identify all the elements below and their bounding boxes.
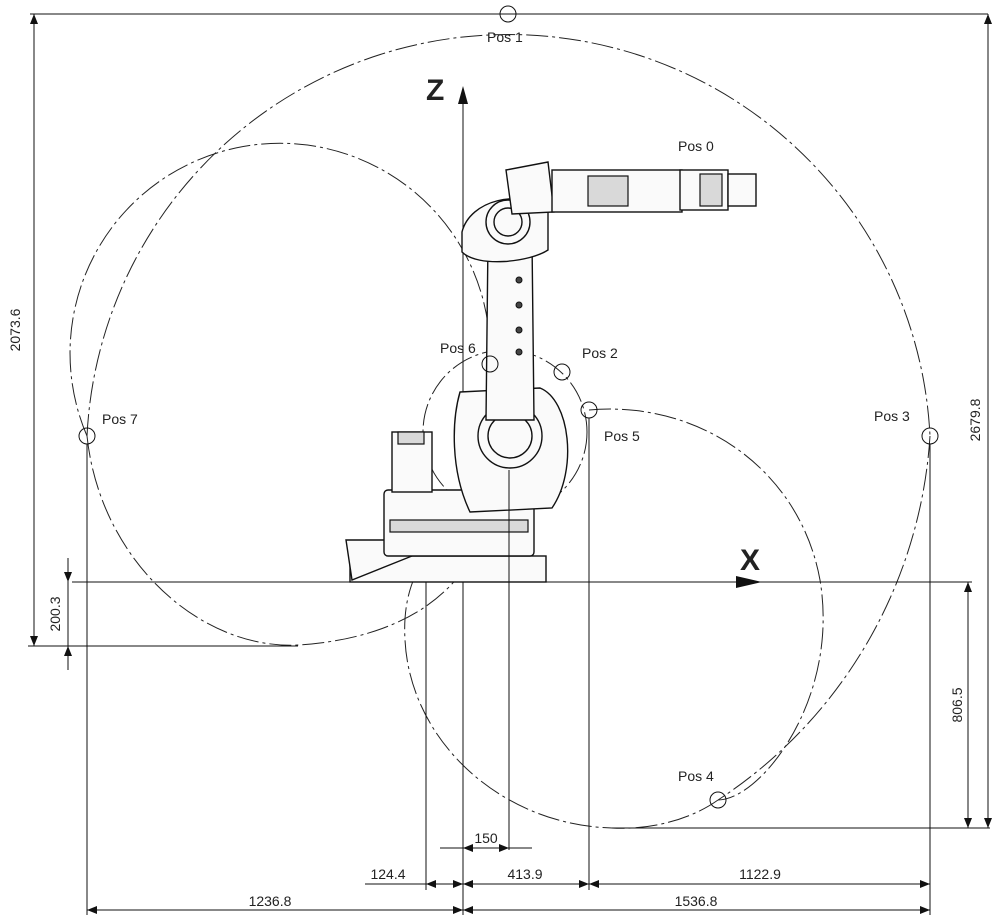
dim-arrow (463, 880, 473, 888)
pos6-marker (481, 355, 499, 373)
dim-arrow (579, 880, 589, 888)
robot-flange (727, 173, 757, 207)
dim-arrow (920, 880, 930, 888)
dim-arrow (984, 14, 992, 24)
robot-base-motor-cap (397, 431, 425, 445)
dim-arrow (87, 906, 97, 914)
dim-1122-9-label: 1122.9 (739, 866, 781, 882)
left-envelope-arc (69, 142, 491, 437)
dim-arrow (984, 818, 992, 828)
pos6-label: Pos 6 (440, 340, 476, 356)
dimension-lines: 2073.6 2679.8 200.3 806.5 150 (7, 13, 992, 915)
dim-2679-8-label: 2679.8 (967, 398, 983, 441)
dim-124-4-label: 124.4 (370, 866, 405, 882)
x-axis-label: X (740, 544, 760, 577)
dim-arrow (589, 880, 599, 888)
dim-arrow (453, 906, 463, 914)
robot-forearm-housing (505, 161, 555, 215)
robot-arm-bolt (515, 326, 523, 334)
pos0-label: Pos 0 (678, 138, 714, 154)
robot-arm-bolt (515, 348, 523, 356)
pos2-marker (553, 363, 571, 381)
dim-arrow (30, 14, 38, 24)
robot-base-ring (389, 519, 529, 533)
dim-413-9-label: 413.9 (507, 866, 542, 882)
dim-806-5-label: 806.5 (949, 687, 965, 722)
robot-forearm-detail (587, 175, 629, 207)
dim-arrow (453, 880, 463, 888)
left-lower-arc (86, 435, 471, 646)
pos7-label: Pos 7 (102, 411, 138, 427)
dim-arrow (964, 582, 972, 592)
pos4-marker (709, 791, 727, 809)
dim-1236-8-label: 1236.8 (249, 893, 292, 909)
dim-arrow (463, 844, 473, 852)
dim-arrow (964, 818, 972, 828)
working-range-envelope (69, 34, 931, 829)
robot-arm-bolt (515, 301, 523, 309)
robot-elbow-joint-inner (493, 207, 523, 237)
dim-arrow (64, 646, 72, 656)
dim-arrow (30, 636, 38, 646)
lower-right-arc (588, 408, 824, 801)
outer-reach-arc (86, 34, 931, 437)
pos4-label: Pos 4 (678, 768, 714, 784)
pos2-label: Pos 2 (582, 345, 618, 361)
dim-arrow (463, 906, 473, 914)
dim-2073-6-label: 2073.6 (7, 308, 23, 351)
x-axis-arrow (736, 576, 762, 588)
bottom-arc (404, 539, 719, 829)
pos1-label: Pos 1 (487, 29, 523, 45)
dim-200-3-label: 200.3 (47, 596, 63, 631)
z-axis-label: Z (426, 74, 444, 107)
z-axis-arrow (458, 86, 468, 104)
right-reach-arc (717, 435, 931, 801)
robot-wrist-detail (699, 173, 723, 207)
dim-arrow (426, 880, 436, 888)
dim-1536-8-label: 1536.8 (675, 893, 718, 909)
dim-arrow (920, 906, 930, 914)
robot-upper-arm (485, 239, 535, 421)
dim-arrow (64, 572, 72, 582)
pos5-label: Pos 5 (604, 428, 640, 444)
dim-arrow (499, 844, 509, 852)
position-markers: Pos 0 Pos 1 Pos 2 Pos 3 Pos 4 Pos 5 Pos … (78, 5, 939, 809)
pos3-label: Pos 3 (874, 408, 910, 424)
dim-150-label: 150 (474, 830, 498, 846)
robot-arm-bolt (515, 276, 523, 284)
robot-illustration (345, 161, 757, 583)
